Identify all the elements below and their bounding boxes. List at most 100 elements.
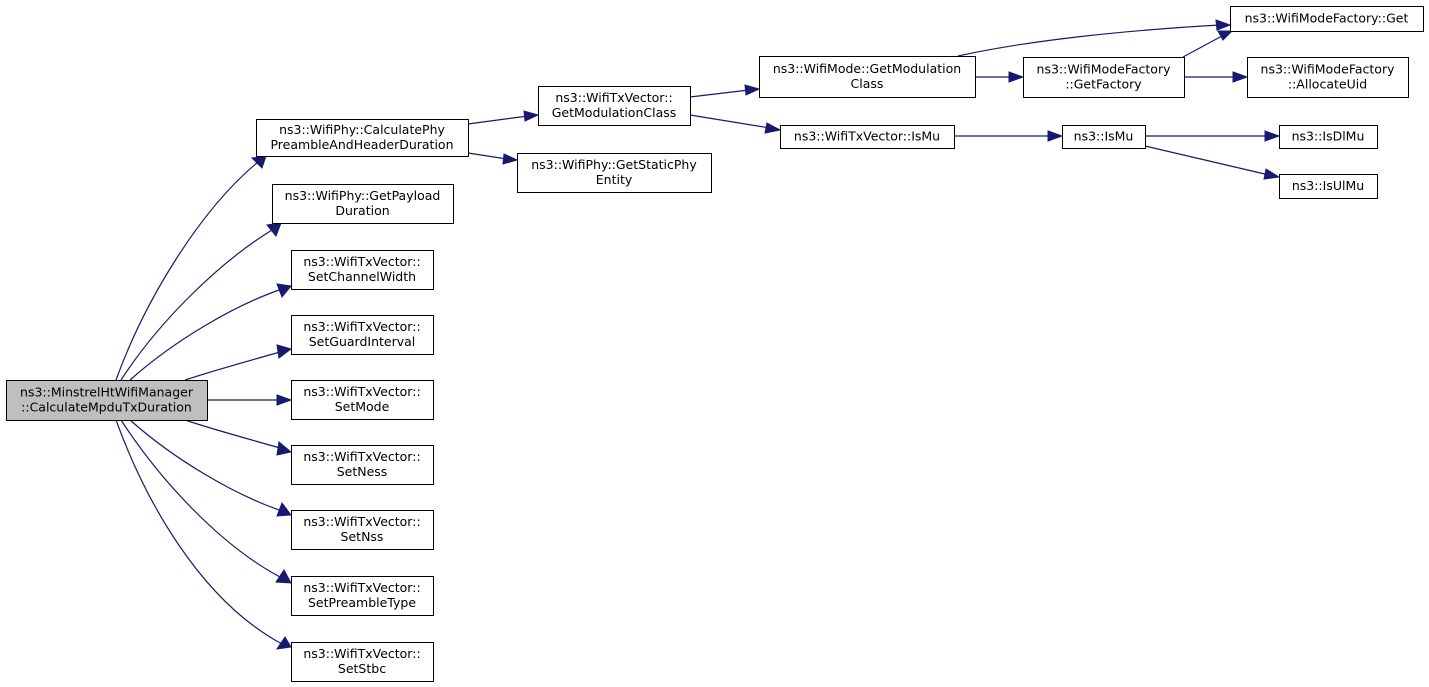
node-setMode[interactable]: ns3::WifiTxVector::SetMode — [291, 380, 434, 420]
node-label-line: ns3::WifiTxVector:: — [303, 646, 420, 661]
edge-getModClassTx-to-isMuTx — [689, 114, 782, 134]
node-label-line: ns3::IsDlMu — [1292, 129, 1365, 144]
node-label-line: SetGuardInterval — [309, 334, 416, 349]
edge-root-to-getPayload — [120, 222, 282, 381]
node-box — [1247, 57, 1409, 98]
node-label-line: ns3::WifiModeFactory::Get — [1245, 11, 1409, 26]
node-label-line: ns3::WifiTxVector:: — [303, 319, 420, 334]
node-label-line: ns3::WifiPhy::GetPayload — [285, 188, 441, 203]
node-label-line: ::CalculateMpduTxDuration — [21, 400, 192, 415]
node-allocateUid[interactable]: ns3::WifiModeFactory::AllocateUid — [1247, 57, 1409, 98]
edge-root-to-setGuardInterval — [184, 344, 293, 381]
edge-line — [120, 229, 273, 381]
edge-getFactory-to-allocateUid — [1184, 71, 1249, 83]
node-box — [291, 445, 434, 485]
node-box — [291, 576, 434, 616]
node-label-line: ns3::WifiPhy::CalculatePhy — [279, 122, 445, 137]
node-setPreambleType[interactable]: ns3::WifiTxVector::SetPreambleType — [291, 576, 434, 616]
node-isDlMu[interactable]: ns3::IsDlMu — [1279, 125, 1378, 149]
node-label-line: SetMode — [335, 399, 390, 414]
node-getModClassMode[interactable]: ns3::WifiMode::GetModulationClass — [759, 56, 976, 98]
edge-isMu-to-isDlMu — [1145, 130, 1281, 142]
edge-root-to-setMode — [207, 394, 293, 406]
node-box — [291, 315, 434, 355]
arrowhead-icon — [1263, 168, 1281, 180]
node-box — [291, 380, 434, 420]
node-label-line: ns3::IsMu — [1074, 129, 1134, 144]
node-setChannelWidth[interactable]: ns3::WifiTxVector::SetChannelWidth — [291, 250, 434, 290]
edge-line — [129, 419, 283, 512]
arrowhead-icon — [764, 122, 782, 134]
node-label-line: ::AllocateUid — [1288, 77, 1367, 92]
nodes-layer: ns3::MinstrelHtWifiManager::CalculateMpd… — [6, 6, 1424, 682]
arrowhead-icon — [1215, 19, 1232, 31]
edge-line — [184, 351, 281, 381]
edge-line — [115, 161, 259, 381]
edge-line — [689, 89, 750, 98]
node-setNess[interactable]: ns3::WifiTxVector::SetNess — [291, 445, 434, 485]
arrowhead-icon — [276, 283, 292, 298]
arrowhead-icon — [1232, 71, 1249, 83]
node-label-line: ns3::IsUlMu — [1292, 178, 1364, 193]
edge-getModClassTx-to-getModClassMode — [689, 84, 761, 98]
edge-calcPreamble-to-getModClassTx — [467, 110, 540, 125]
node-root: ns3::MinstrelHtWifiManager::CalculateMpd… — [6, 380, 208, 421]
node-setNss[interactable]: ns3::WifiTxVector::SetNss — [291, 510, 434, 550]
node-isMuTx[interactable]: ns3::WifiTxVector::IsMu — [780, 125, 955, 149]
edge-root-to-setChannelWidth — [129, 283, 292, 381]
node-factoryGet[interactable]: ns3::WifiModeFactory::Get — [1230, 6, 1424, 32]
arrowhead-icon — [276, 441, 293, 456]
arrowhead-icon — [523, 110, 540, 122]
node-label-line: GetModulationClass — [552, 105, 677, 120]
arrowhead-icon — [266, 222, 282, 237]
node-box — [272, 184, 454, 224]
node-isMu[interactable]: ns3::IsMu — [1062, 125, 1146, 149]
node-label-line: ns3::WifiMode::GetModulation — [773, 61, 961, 76]
node-label-line: ns3::WifiTxVector:: — [303, 449, 420, 464]
edge-calcPreamble-to-getStaticPhy — [467, 152, 519, 165]
node-label-line: ::GetFactory — [1065, 77, 1142, 92]
node-label-line: ns3::WifiTxVector:: — [303, 580, 420, 595]
edge-getModClassMode-to-getFactory — [975, 71, 1025, 83]
arrowhead-icon — [744, 84, 761, 96]
node-box — [517, 153, 712, 193]
node-box — [6, 380, 208, 421]
arrowhead-icon — [276, 501, 292, 517]
node-label-line: ns3::WifiModeFactory — [1037, 62, 1172, 77]
node-label-line: Entity — [596, 172, 633, 187]
node-label-line: ns3::WifiTxVector:: — [303, 254, 420, 269]
edge-root-to-setNss — [129, 419, 292, 517]
edge-line — [120, 419, 281, 578]
node-label-line: ns3::WifiTxVector::IsMu — [794, 129, 940, 144]
node-box — [538, 86, 691, 126]
node-box — [1023, 57, 1185, 98]
edge-isMu-to-isUlMu — [1144, 145, 1281, 180]
edge-line — [1182, 35, 1223, 58]
edge-line — [957, 24, 1221, 57]
node-label-line: SetNss — [341, 529, 384, 544]
node-label-line: SetNess — [337, 464, 388, 479]
node-label-line: SetChannelWidth — [308, 269, 416, 284]
arrowhead-icon — [276, 344, 293, 359]
node-getModClassTx[interactable]: ns3::WifiTxVector::GetModulationClass — [538, 86, 691, 126]
node-box — [1279, 174, 1378, 199]
node-setStbc[interactable]: ns3::WifiTxVector::SetStbc — [291, 642, 434, 682]
arrowhead-icon — [1047, 130, 1064, 142]
edge-root-to-calcPreamble — [115, 155, 267, 381]
arrowhead-icon — [1264, 130, 1281, 142]
node-box — [291, 642, 434, 682]
node-box — [1062, 125, 1146, 149]
node-isUlMu[interactable]: ns3::IsUlMu — [1279, 174, 1378, 199]
node-setGuardInterval[interactable]: ns3::WifiTxVector::SetGuardInterval — [291, 315, 434, 355]
arrowhead-icon — [275, 636, 292, 650]
edge-line — [467, 115, 529, 125]
edge-isMuTx-to-isMu — [954, 130, 1064, 142]
edge-line — [129, 288, 283, 381]
node-calcPreamble[interactable]: ns3::WifiPhy::CalculatePhyPreambleAndHea… — [256, 119, 469, 157]
node-getFactory[interactable]: ns3::WifiModeFactory::GetFactory — [1023, 57, 1185, 98]
node-box — [759, 56, 976, 98]
edges-layer — [115, 19, 1281, 650]
